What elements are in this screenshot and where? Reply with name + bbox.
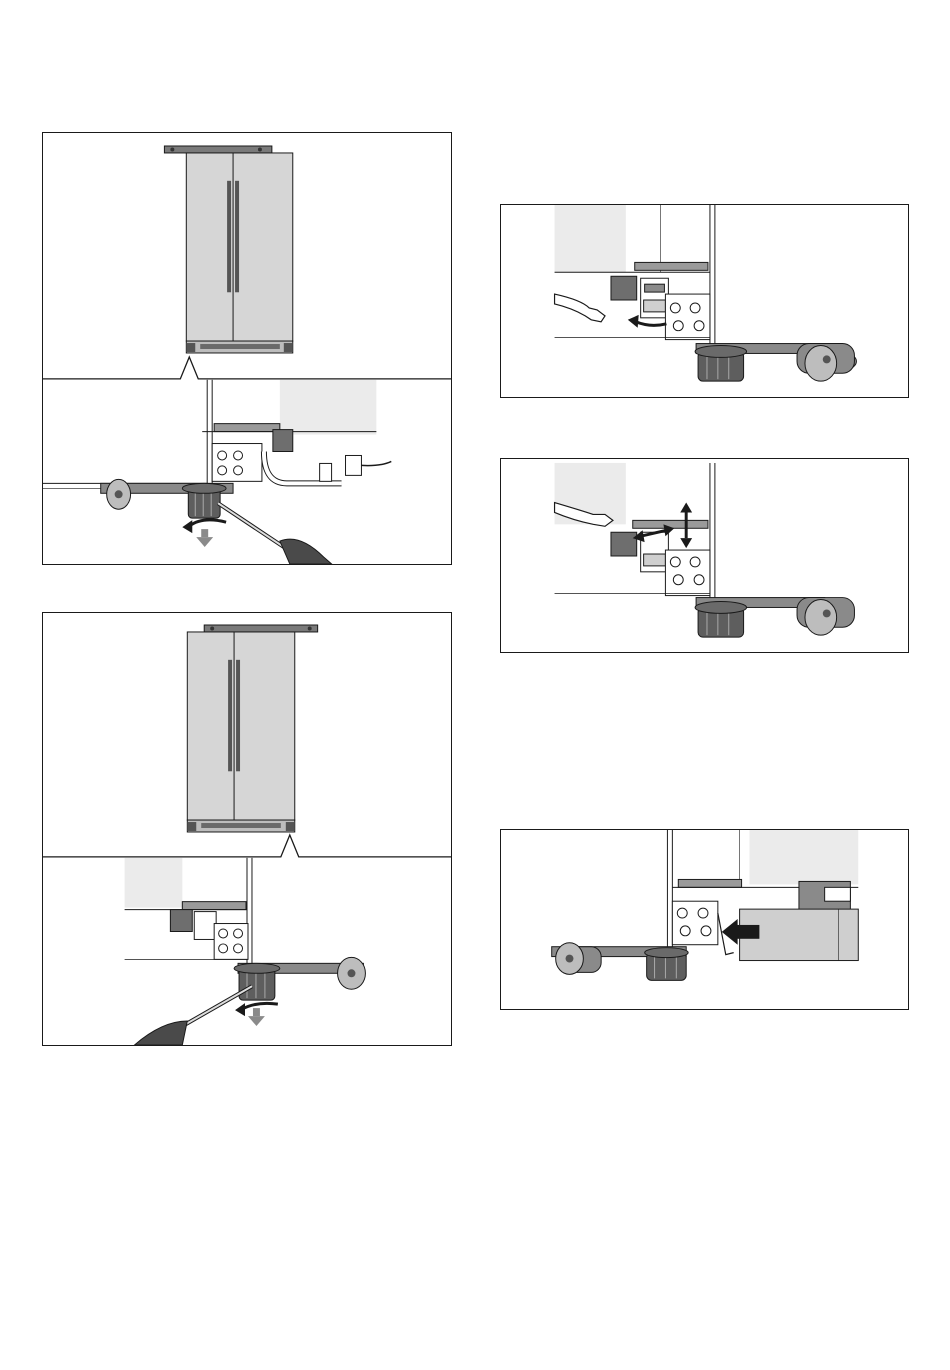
figure-3-wrench-loosen (500, 204, 909, 398)
figure-4-illustration (501, 459, 908, 652)
zoom-callout-line (43, 835, 451, 857)
figure-1-foot-adjust-left (42, 132, 452, 565)
down-arrow-icon (248, 1008, 265, 1026)
zoom-callout-line (43, 357, 451, 379)
top-mounting-bar (204, 625, 317, 632)
figure-5-push-bracket (500, 829, 909, 1010)
figure-4-wrench-adjust (500, 458, 909, 653)
down-arrow-icon (196, 529, 213, 547)
screwdriver-icon (218, 503, 331, 564)
figure-1-illustration (43, 133, 451, 564)
figure-5-illustration (501, 830, 908, 1009)
figure-2-illustration (43, 613, 451, 1045)
fridge-icon (187, 632, 294, 832)
foot-detail (125, 858, 366, 1000)
wrench-icon (555, 294, 605, 322)
figure-2-foot-adjust-right (42, 612, 452, 1046)
fridge-icon (186, 153, 292, 353)
foot-detail (43, 380, 391, 518)
screwdriver-icon (135, 986, 252, 1045)
figure-3-illustration (501, 205, 908, 397)
top-mounting-bar (164, 146, 271, 153)
